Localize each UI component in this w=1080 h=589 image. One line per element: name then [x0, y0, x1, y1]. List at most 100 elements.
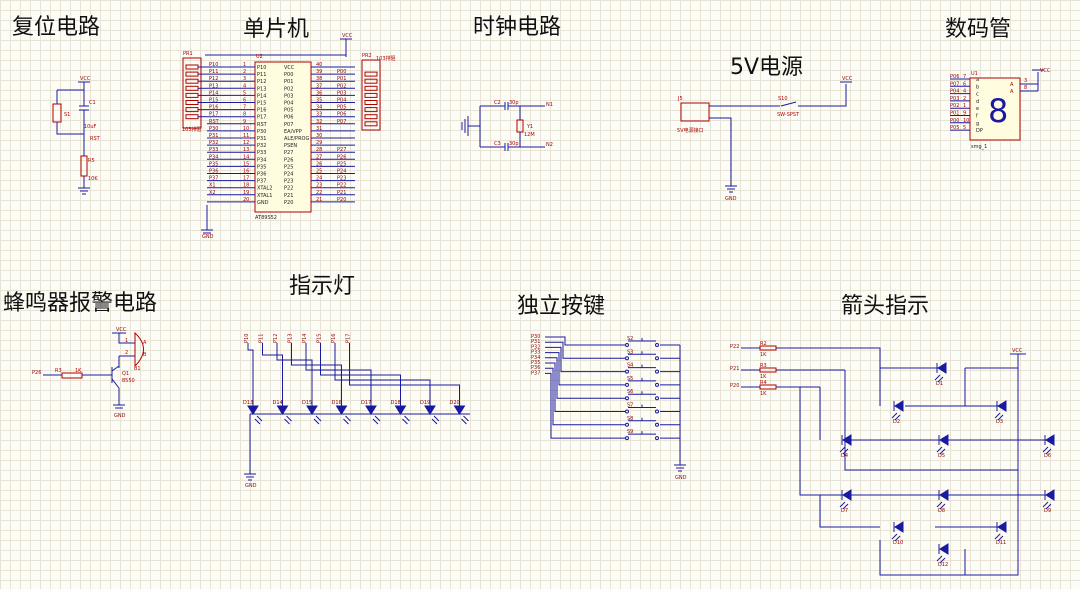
led-net-label: P13	[288, 334, 294, 343]
clock-c3-label: C3	[494, 141, 501, 147]
seg-com-a1: A	[1010, 82, 1014, 88]
clock-y1-label: Y1	[526, 124, 533, 130]
pr1-element	[185, 71, 199, 77]
pr2-element	[364, 100, 378, 105]
mcu-left-pin-number: 12	[243, 140, 249, 146]
mcu-left-pin-number: 2	[243, 69, 246, 75]
mcu-right-pin-number: 40	[316, 62, 322, 68]
mcu-right-pin-name: P21	[284, 193, 293, 199]
mcu-right-pin-number: 22	[316, 190, 322, 196]
pr2-element	[364, 85, 378, 91]
led-wire	[276, 343, 313, 406]
buzzer-pin1: 1	[125, 338, 128, 344]
mcu-left-pin-name: XTAL1	[257, 193, 272, 199]
mcu-right-pin-number: 28	[316, 147, 322, 153]
key-contact-left	[625, 356, 629, 361]
mcu-right-pin-name: P26	[284, 157, 293, 163]
mcu-left-pin-net: P34	[209, 154, 218, 160]
pr1-element	[185, 114, 199, 120]
title-reset: 复位电路	[12, 15, 101, 40]
mcu-left-pin-net: P35	[209, 161, 218, 167]
led-light-arrows	[372, 415, 381, 425]
seg-digit-glyph: 8	[988, 92, 1008, 130]
led-net-label: P10	[244, 334, 250, 343]
seg-part: smg_1	[971, 144, 987, 150]
mcu-left-pin-number: 13	[243, 147, 249, 153]
mcu-left-pin-name: P32	[257, 143, 266, 149]
led-symbol	[424, 405, 436, 415]
mcu-right-pin-net: P02	[337, 83, 346, 89]
mcu-right-pin-number: 27	[316, 154, 322, 160]
mcu-left-pin-net: P37	[209, 176, 218, 182]
seg-pin-number: 5	[963, 125, 966, 131]
seg-pin-net: P07	[950, 81, 959, 87]
clock-circuit: C2 30p C3 30p Y1 12M N1 N2	[461, 100, 553, 151]
mcu-right-pin-name: P03	[284, 93, 293, 99]
led-wire	[291, 343, 342, 406]
mcu-left-pin-name: P11	[257, 72, 266, 78]
arrow-led-symbol	[937, 362, 947, 374]
mcu-left-pin-number: 9	[243, 119, 246, 125]
mcu-left-pin-net: P16	[209, 105, 218, 111]
arrow-led-light	[994, 412, 1004, 421]
seg-com-a2: A	[1010, 89, 1014, 95]
mcu-left-pin-number: 10	[243, 126, 249, 132]
mcu-left-pin-net: P13	[209, 83, 218, 89]
led-light-arrows	[402, 415, 410, 425]
mcu-left-pin-net: P15	[209, 98, 218, 104]
power-switch-label: S10	[778, 96, 788, 102]
led-label: D16	[332, 400, 342, 406]
key-wire	[545, 336, 680, 346]
clock-n2-net: N2	[546, 142, 553, 148]
mcu-right-pin-number: 37	[316, 83, 322, 89]
key-wire	[545, 341, 680, 359]
mcu-left-pin-name: P17	[257, 115, 266, 121]
power-vcc-label: VCC	[842, 76, 853, 82]
arrow-led-label: D10	[893, 540, 903, 546]
arrow-led-symbol	[1045, 489, 1055, 501]
buzzer-input-net: P26	[32, 370, 41, 376]
key-contact-right	[655, 343, 659, 347]
pr1-element	[185, 85, 199, 91]
buzzer-q-label: Q1	[122, 371, 129, 377]
arrow-resistor	[759, 345, 777, 351]
mcu-right-pin-number: 24	[316, 176, 322, 182]
mcu-left-pin-number: 19	[243, 190, 249, 196]
key-label: S2	[627, 336, 633, 342]
arrow-net-label: P21	[730, 366, 739, 372]
title-clock: 时钟电路	[473, 15, 562, 40]
reset-switch-label: S1	[64, 112, 70, 118]
reset-res-label: R5	[88, 158, 95, 164]
mcu-left-pin-name: P16	[257, 108, 266, 114]
title-power: 5V电源	[730, 55, 804, 80]
led-wire	[320, 343, 401, 406]
mcu-left-pin-name: RST	[257, 122, 268, 128]
arrow-led-symbol	[894, 521, 904, 533]
mcu-left-pin-net: P31	[209, 133, 218, 139]
buzzer-circuit: VCC 1 2 A B B1 P26 R3 1K Q1 8550 GND	[32, 327, 147, 419]
key-contact-left	[625, 396, 629, 401]
arrow-led-light	[936, 555, 946, 564]
mcu-left-pin-net: P17	[209, 112, 218, 118]
mcu-right-pin-name: P24	[284, 172, 293, 178]
mcu-right-pin-name: VCC	[284, 65, 295, 71]
led-symbol	[453, 405, 466, 415]
key-wire	[545, 346, 680, 373]
clock-n1-net: N1	[546, 102, 553, 108]
power-jack-label: J5	[677, 96, 683, 102]
title-keys: 独立按键	[517, 294, 606, 319]
mcu-right-pin-number: 31	[316, 126, 322, 132]
mcu-right-pin-net: P07	[337, 119, 346, 125]
mcu-right-pin-number: 39	[316, 69, 322, 75]
seg-pin-name: a	[976, 77, 979, 83]
mcu-right-pin-name: P06	[284, 115, 293, 121]
mcu-right-pin-net: P05	[337, 105, 346, 111]
led-symbol	[247, 405, 259, 415]
pr2-body	[361, 59, 381, 131]
led-wire	[247, 343, 254, 406]
mcu-right-pin-net: P24	[337, 169, 346, 175]
arrow-res-value: 1K	[760, 352, 767, 358]
arrow-res-label: R3	[760, 363, 767, 369]
